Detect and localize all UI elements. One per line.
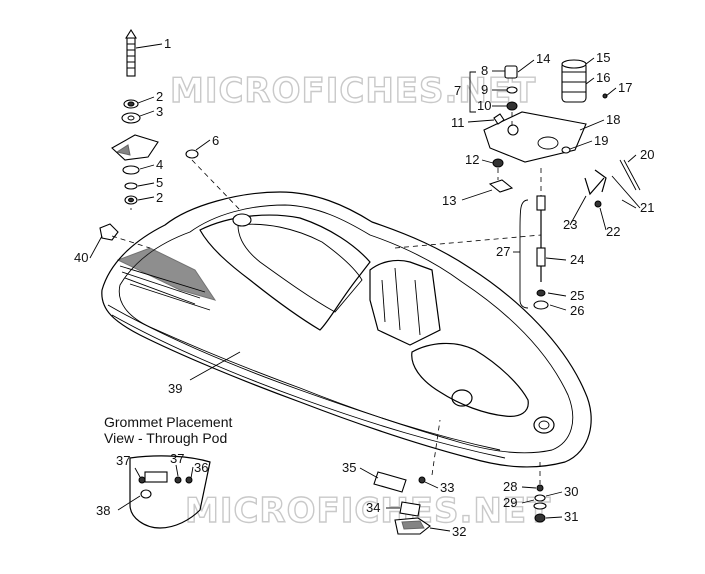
callout-36: 36: [194, 460, 208, 475]
callout-10: 10: [477, 98, 491, 113]
hull-pod: [101, 191, 592, 468]
caption-line-1: Grommet Placement: [104, 414, 232, 430]
leader-lines: [89, 43, 637, 532]
bow-eye: [533, 416, 555, 434]
callout-40: 40: [74, 250, 88, 265]
callout-39: 39: [168, 381, 182, 396]
callout-4: 4: [156, 157, 163, 172]
callout-29: 29: [503, 495, 517, 510]
callout-7: 7: [454, 83, 461, 98]
callout-28: 28: [503, 479, 517, 494]
watermark-bottom: MICROFICHES.NET: [185, 491, 551, 531]
callout-24: 24: [570, 252, 584, 267]
callout-20: 20: [640, 147, 654, 162]
callout-17: 17: [618, 80, 632, 95]
callout-9: 9: [481, 82, 488, 97]
callout-13: 13: [442, 193, 456, 208]
callout-8: 8: [481, 63, 488, 78]
callout-35: 35: [342, 460, 356, 475]
callout-34: 34: [366, 500, 380, 515]
callout-labels: 1 2 3 4 5 2 6 7 8 9 10 11 12 13 14 15 16…: [74, 36, 654, 539]
callout-37-left: 37: [116, 453, 130, 468]
callout-21: 21: [640, 200, 654, 215]
callout-26: 26: [570, 303, 584, 318]
caption-line-2: View - Through Pod: [104, 430, 227, 446]
callout-38: 38: [96, 503, 110, 518]
callout-2-lower: 2: [156, 190, 163, 205]
callout-12: 12: [465, 152, 479, 167]
callout-5: 5: [156, 175, 163, 190]
bottom-parts: [129, 419, 547, 535]
callout-32: 32: [452, 524, 466, 539]
callout-16: 16: [596, 70, 610, 85]
callout-18: 18: [606, 112, 620, 127]
callout-3: 3: [156, 104, 163, 119]
callout-31: 31: [564, 509, 578, 524]
callout-25: 25: [570, 288, 584, 303]
watermark-top: MICROFICHES.NET: [170, 71, 536, 111]
steering-plate-assembly: [394, 59, 641, 310]
callout-14: 14: [536, 51, 550, 66]
callout-22: 22: [606, 224, 620, 239]
stud-assembly: [99, 28, 241, 249]
callout-37-right: 37: [170, 451, 184, 466]
callout-6: 6: [212, 133, 219, 148]
callout-27: 27: [496, 244, 510, 259]
callout-33: 33: [440, 480, 454, 495]
callout-19: 19: [594, 133, 608, 148]
callout-30: 30: [564, 484, 578, 499]
hatch-pin: [451, 389, 473, 407]
callout-2: 2: [156, 89, 163, 104]
callout-11: 11: [451, 115, 465, 130]
callout-1: 1: [164, 36, 171, 51]
callout-23: 23: [563, 217, 577, 232]
callout-15: 15: [596, 50, 610, 65]
